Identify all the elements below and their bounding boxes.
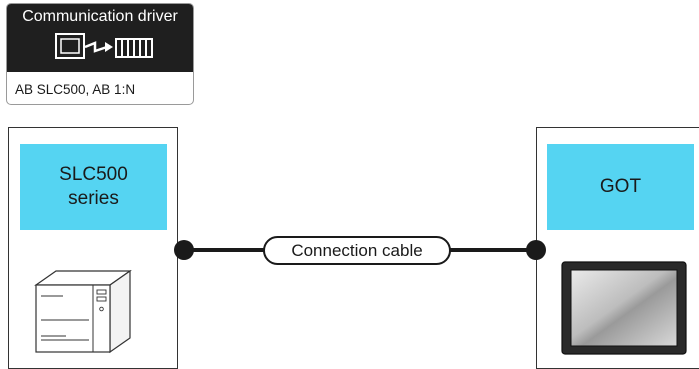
- driver-header: Communication driver: [7, 4, 193, 72]
- plc-label: SLC500 series: [59, 164, 128, 209]
- plc-device-frame: SLC500 series: [8, 127, 178, 369]
- got-label: GOT: [599, 176, 642, 197]
- plc-label-box: SLC500 series: [20, 144, 167, 230]
- plc-to-device-communication-icon: [55, 33, 153, 59]
- driver-protocol: AB SLC500, AB 1:N: [15, 82, 136, 97]
- got-label-box: GOT: [547, 144, 694, 230]
- driver-title: Communication driver: [22, 8, 178, 25]
- cable-label-text: Connection cable: [291, 240, 423, 260]
- communication-driver-badge: Communication driver AB SLC500, AB 1:N: [6, 3, 194, 105]
- connection-cable-label: Connection cable: [263, 236, 451, 265]
- got-device-frame: GOT: [536, 127, 699, 369]
